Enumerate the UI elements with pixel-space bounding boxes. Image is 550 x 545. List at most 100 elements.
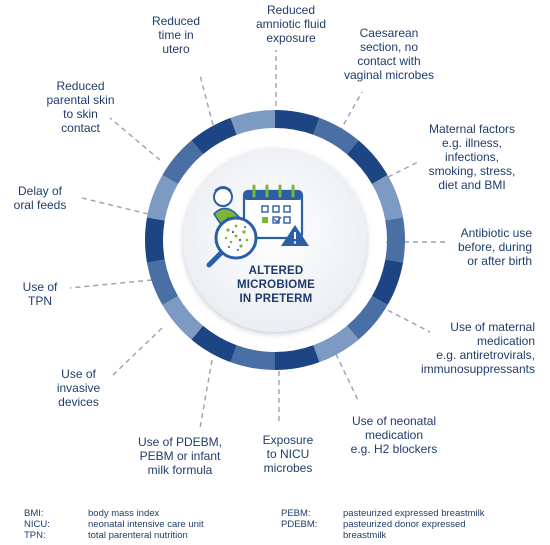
factor-label-line: to NICU — [266, 447, 310, 461]
legend-definition: body mass index — [88, 508, 160, 519]
factor-label-line: Exposure — [262, 433, 314, 447]
legend-row: breastmilk — [281, 530, 541, 541]
legend-right: PEBM: pasteurized expressed breastmilk P… — [281, 508, 541, 541]
legend-definition: neonatal intensive care unit — [88, 519, 204, 530]
factor-label-line: Use of — [22, 280, 58, 294]
factor-label-line: diet and BMI — [438, 178, 506, 192]
factor-label-line: Caesarean — [359, 26, 419, 40]
connector-line-reduced-skin-contact — [109, 117, 161, 161]
factor-label-line: Antibiotic use — [460, 226, 532, 240]
outer-ring — [145, 110, 406, 370]
factor-label-line: or after birth — [467, 254, 532, 268]
legend-row: NICU: neonatal intensive care unit — [24, 519, 264, 530]
calendar-baby-microscope-warning-icon — [206, 184, 309, 268]
factor-label-line: parental skin — [46, 93, 115, 107]
legend-row: PEBM: pasteurized expressed breastmilk — [281, 508, 541, 519]
factor-label-line: TPN — [28, 294, 52, 308]
legend-left: BMI: body mass index NICU: neonatal inte… — [24, 508, 264, 541]
ring-segment — [230, 110, 275, 135]
factor-label-line: Reduced — [56, 79, 105, 93]
ring-segment — [275, 110, 320, 135]
ring-segment — [346, 140, 388, 184]
factor-label-line: smoking, stress, — [428, 164, 516, 178]
ring-segment — [191, 117, 237, 155]
legend-row: TPN: total parenteral nutrition — [24, 530, 264, 541]
factor-label-line: time in — [158, 28, 194, 42]
factor-label-line: Reduced — [266, 3, 316, 17]
factor-label-line: microbes — [263, 461, 313, 475]
connector-line-milk-formula — [199, 359, 213, 429]
ring-segment — [146, 259, 179, 305]
factor-label-line: PEBM or infant — [139, 449, 221, 463]
ring-segment — [346, 296, 388, 340]
connector-line-delay-oral-feeds — [81, 197, 149, 215]
connector-line-neonatal-medication — [331, 345, 359, 401]
connector-line-reduced-time-in-utero — [199, 74, 214, 126]
ring-segment — [371, 175, 404, 221]
factor-label-line: Reduced — [151, 14, 201, 28]
legend-abbr: PEBM: — [281, 508, 311, 519]
factor-label-line: section, no — [359, 40, 419, 54]
factor-label-line: immunosuppressants — [420, 362, 535, 376]
factor-label-line: contact — [61, 121, 100, 135]
magnifier-icon — [206, 216, 258, 268]
factor-label-line: medication — [364, 428, 424, 442]
center-title: ALTERED MICROBIOME IN PRETERM — [190, 264, 362, 306]
ring-segment — [191, 325, 237, 363]
ring-segment — [146, 175, 179, 221]
factor-label-line: before, during — [457, 240, 532, 254]
factor-label-line: vaginal microbes — [343, 68, 435, 82]
factor-label-line: infections, — [444, 150, 500, 164]
factor-label-line: Delay of — [17, 184, 63, 198]
factor-label-line: amniotic fluid — [255, 17, 327, 31]
ring-segment — [313, 325, 359, 363]
legend-definition: total parenteral nutrition — [88, 530, 188, 541]
legend-abbr: PDEBM: — [281, 519, 318, 530]
legend-definition: breastmilk — [343, 530, 387, 541]
legend-definition: pasteurized donor expressed — [343, 519, 466, 530]
warning-icon — [281, 225, 309, 246]
ring-segment — [162, 296, 204, 340]
factor-label-line: e.g. illness, — [441, 136, 503, 150]
factor-label-line: medication — [476, 334, 535, 348]
factor-label-line: devices — [58, 395, 99, 409]
legend-abbr: BMI: — [24, 508, 44, 519]
ring-segment — [385, 217, 406, 263]
center-title-line: MICROBIOME — [236, 279, 316, 291]
ring-segment — [313, 117, 359, 155]
connector-lines — [69, 50, 446, 429]
legend-abbr: TPN: — [24, 530, 46, 541]
ring-segment — [371, 259, 404, 305]
ring-segment — [162, 140, 204, 184]
calendar-icon — [242, 184, 304, 240]
factor-label-line: Maternal factors — [428, 122, 516, 136]
factor-label-line: oral feeds — [13, 198, 67, 212]
legend-definition: pasteurized expressed breastmilk — [343, 508, 485, 519]
factor-label-line: Use of — [61, 367, 96, 381]
ring-segment — [275, 345, 320, 370]
factor-label-line: Use of PDEBM, — [137, 435, 223, 449]
factor-label-line: e.g. H2 blockers — [350, 442, 438, 456]
factor-label-line: milk formula — [147, 463, 213, 477]
center-title-line: IN PRETERM — [239, 293, 313, 305]
factor-label-line: exposure — [266, 31, 316, 45]
center-title-line: ALTERED — [248, 265, 304, 277]
ring-segment — [230, 345, 275, 370]
factor-label-line: utero — [162, 42, 190, 56]
ring-segment — [145, 217, 165, 263]
